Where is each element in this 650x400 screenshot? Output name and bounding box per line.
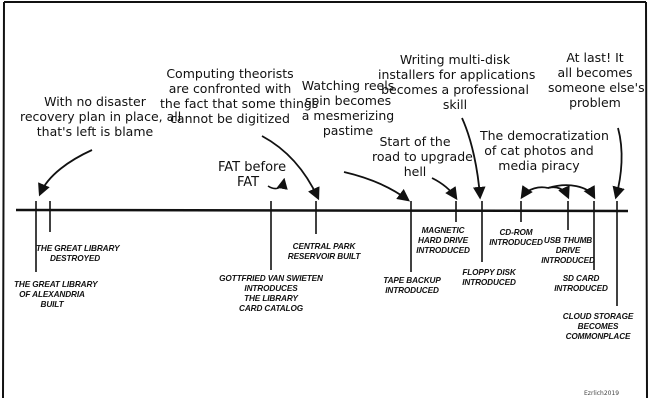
annotation-fat: FAT before FAT [218,160,287,190]
annotation-installers: Writing multi-disk installers for applic… [378,52,536,112]
annotation-democratization: The democratization of cat photos and me… [480,128,609,173]
event-cloud: Cloud Storage Becomes Commonplace [562,312,634,341]
event-usb: USB Thumb Drive Introduced [541,236,595,265]
arrow-reels [343,171,411,202]
annotation-theorists: Computing theorists are confronted with … [160,66,319,126]
event-sd: SD Card Introduced [554,274,608,293]
annotation-reels: Watching reels spin becomes a mesmerizin… [301,78,395,138]
event-library-destroyed: The Great Library Destroyed [36,244,120,263]
arrow-upgrade [431,177,458,201]
arrow-democratization-left [520,185,549,200]
arrow-democratization-usb [547,185,570,200]
arrow-atlast [612,127,625,200]
annotation-blame: With no disaster recovery plan in place,… [20,94,182,139]
arrow-democratization-sd [547,184,596,200]
event-floppy: Floppy Disk Introduced [462,268,516,287]
arrow-theorists [261,135,320,201]
event-card-catalog: Gottfried van Swieten introduces the lib… [219,274,323,313]
annotation-atlast: At last! It all becomes someone else's p… [548,50,645,110]
arrow-fat [267,177,288,190]
artist-signature: Ezrlich2019 [584,390,620,397]
event-reservoir: Central Park Reservoir Built [287,242,361,261]
event-tape: Tape Backup Introduced [383,276,441,295]
event-cdrom: CD-ROM Introduced [489,228,543,247]
event-library-built: The Great Library of Alexandria Built [14,280,98,309]
arrow-installers [461,117,486,200]
arrow-blame [38,149,93,197]
timeline-axis [15,208,629,213]
event-magnetic: Magnetic Hard Drive Introduced [416,226,470,255]
annotation-upgrade: Start of the road to upgrade hell [372,134,473,179]
